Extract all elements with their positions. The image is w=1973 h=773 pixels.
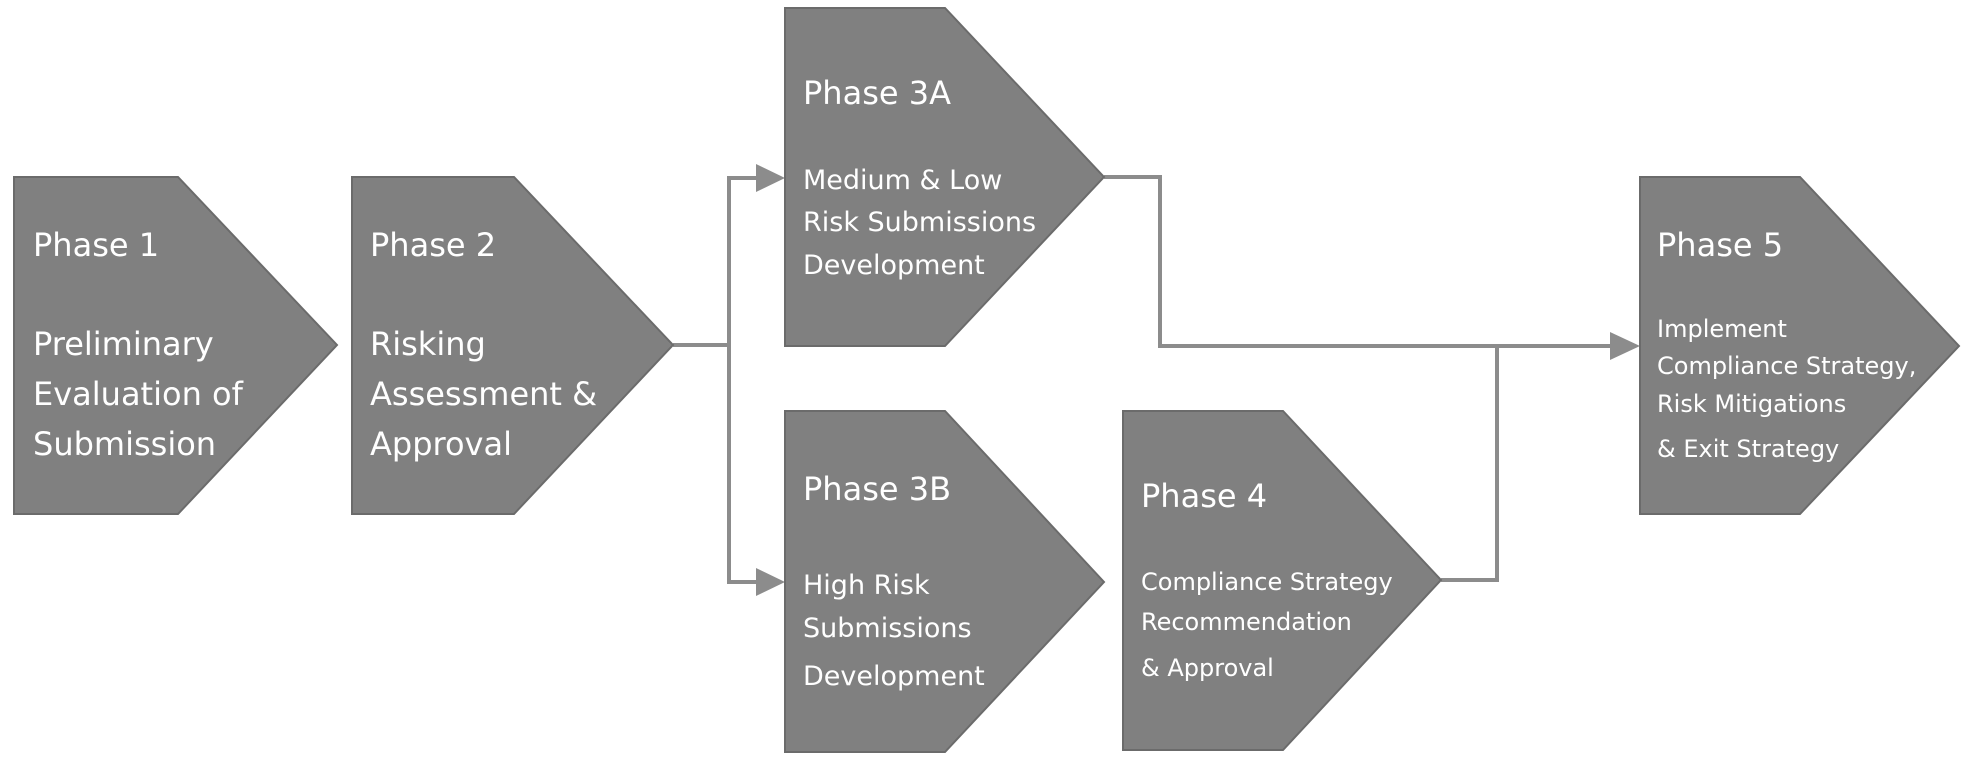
phase-3b-line-2: Submissions <box>803 613 972 644</box>
phase-1-line-3: Submission <box>33 425 216 463</box>
phase-1-node: Phase 1 Preliminary Evaluation of Submis… <box>13 176 339 515</box>
phase-1-shape <box>13 176 339 515</box>
phase-5-shape <box>1639 176 1961 515</box>
arrowhead-to-phase3b <box>756 568 785 596</box>
phase-1-title: Phase 1 <box>33 226 159 264</box>
arrowhead-to-phase5 <box>1610 332 1640 360</box>
connectors <box>673 164 1640 596</box>
phase-3a-line-3: Development <box>803 250 985 281</box>
phase-2-line-1: Risking <box>370 325 486 363</box>
phase-2-line-3: Approval <box>370 425 512 463</box>
phase-3b-line-3: Development <box>803 661 985 692</box>
phase-2-node: Phase 2 Risking Assessment & Approval <box>351 176 675 515</box>
phase-3b-node: Phase 3B High Risk Submissions Developme… <box>784 410 1106 753</box>
phase-5-line-1: Implement <box>1657 315 1787 343</box>
phase-3a-line-1: Medium & Low <box>803 165 1002 196</box>
arrowhead-to-phase3a <box>756 164 785 192</box>
phase-3a-shape <box>784 7 1106 347</box>
phase-2-title: Phase 2 <box>370 226 496 264</box>
phase-4-line-2: Recommendation <box>1141 608 1352 636</box>
phase-3b-line-1: High Risk <box>803 570 930 601</box>
phase-1-line-2: Evaluation of <box>33 375 244 413</box>
phase-4-line-3: & Approval <box>1141 654 1274 682</box>
phase-5-line-2: Compliance Strategy, <box>1657 352 1916 380</box>
phase-4-shape <box>1122 410 1443 751</box>
phase-5-node: Phase 5 Implement Compliance Strategy, R… <box>1639 176 1961 515</box>
phase-5-line-3: Risk Mitigations <box>1657 390 1846 418</box>
phase-5-title: Phase 5 <box>1657 226 1783 264</box>
phase-3a-line-2: Risk Submissions <box>803 207 1036 238</box>
phase-3b-shape <box>784 410 1106 753</box>
phase-2-line-2: Assessment & <box>370 375 597 413</box>
phase-5-line-4: & Exit Strategy <box>1657 435 1839 463</box>
phase-2-shape <box>351 176 675 515</box>
phase-3a-title: Phase 3A <box>803 74 951 112</box>
phase-4-line-1: Compliance Strategy <box>1141 568 1393 596</box>
phase-1-line-1: Preliminary <box>33 325 214 363</box>
phase-3a-node: Phase 3A Medium & Low Risk Submissions D… <box>784 7 1106 347</box>
phase-3b-title: Phase 3B <box>803 470 951 508</box>
phase-4-title: Phase 4 <box>1141 477 1267 515</box>
phase-4-node: Phase 4 Compliance Strategy Recommendati… <box>1122 410 1443 751</box>
